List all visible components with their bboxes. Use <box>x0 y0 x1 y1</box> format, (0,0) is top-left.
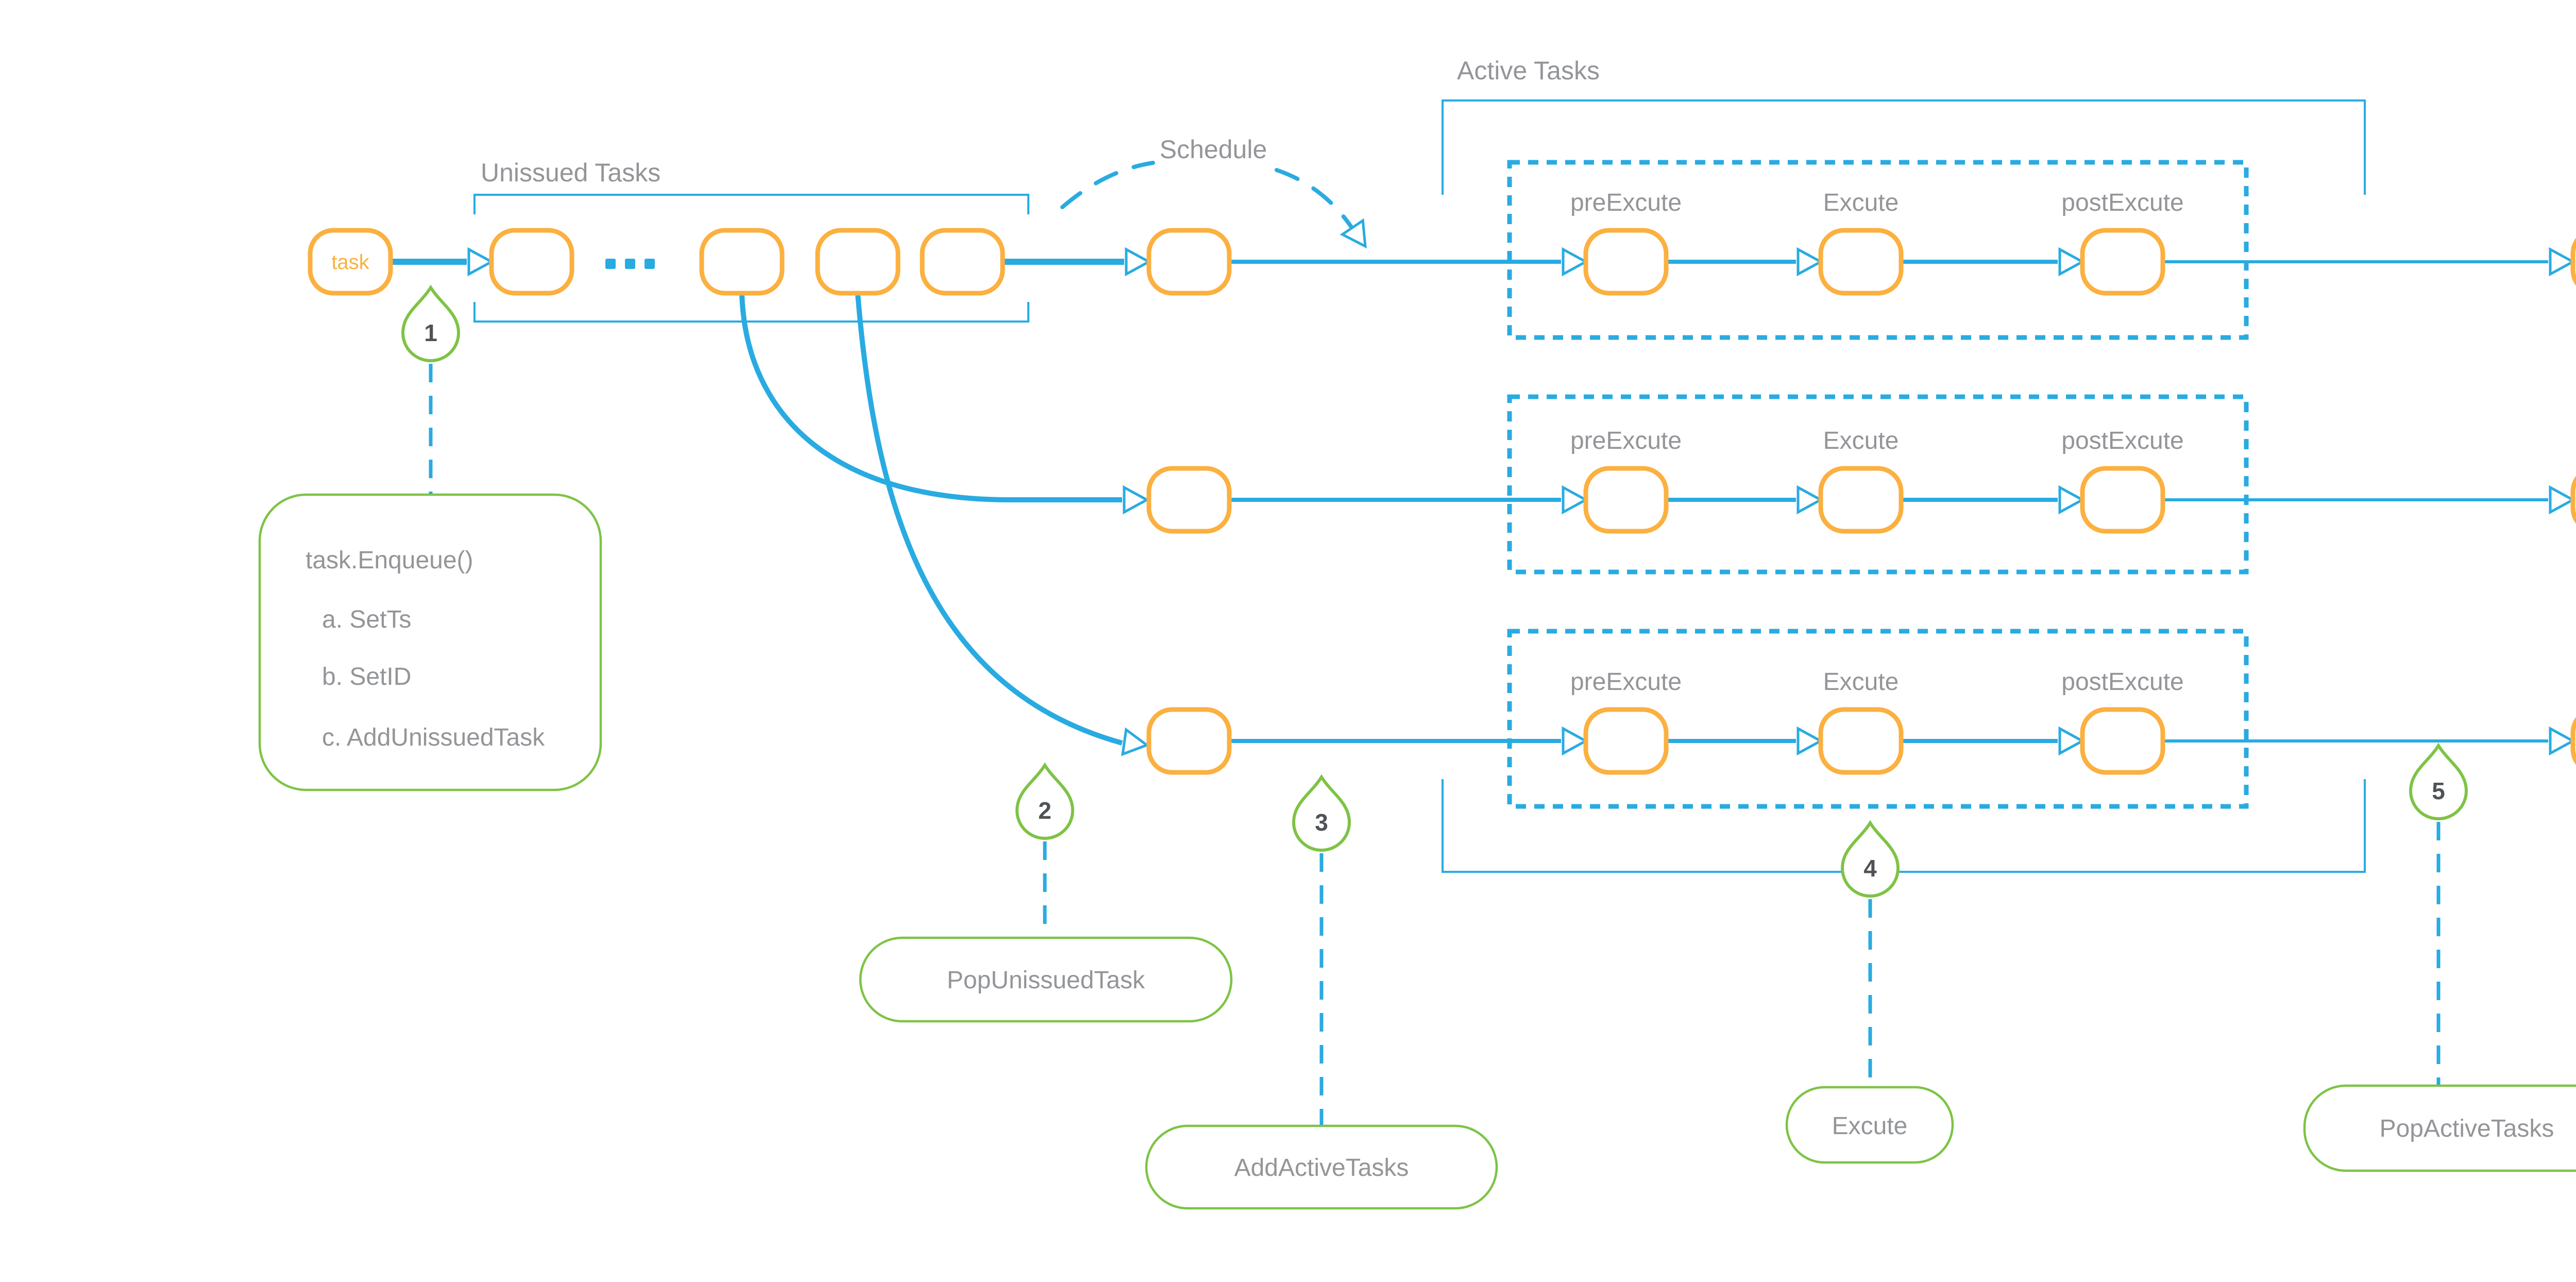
unissued-node-4 <box>922 230 1003 293</box>
active-tasks-bracket-top <box>1442 99 2366 195</box>
post-execute-label-row2: postExcute <box>2061 427 2183 454</box>
active-tasks-title: Active Tasks <box>1457 56 1600 85</box>
unissued-tasks-bracket-bottom <box>473 302 1029 323</box>
arrowhead-icon <box>1798 487 1821 512</box>
arrowhead-icon <box>1126 249 1149 274</box>
execute-box-row3 <box>1507 629 2249 809</box>
pop-unissued-task-box <box>859 936 1233 1023</box>
execute-box-row1 <box>1507 160 2249 340</box>
arrowhead-icon <box>1563 487 1586 512</box>
execute-label-row1: Excute <box>1823 189 1899 216</box>
unissued-tasks-title: Unissued Tasks <box>481 158 660 187</box>
execute-step-box <box>1785 1086 1954 1164</box>
end-node-row1 <box>2573 230 2576 293</box>
execute-node-row3 <box>1821 710 1901 772</box>
arrowhead-icon <box>1124 487 1147 512</box>
enqueue-line-2: a. SetTs <box>322 606 411 633</box>
step1-number: 1 <box>424 319 437 346</box>
post-execute-node-row2 <box>2082 468 2163 531</box>
pre-execute-label-row1: preExcute <box>1570 189 1682 216</box>
arrowhead-icon <box>2060 729 2082 753</box>
edge-queue-to-schedule3 <box>855 294 1123 746</box>
unissued-node-1 <box>492 230 572 293</box>
pop-active-tasks-box <box>2303 1084 2576 1172</box>
edge-queue-to-schedule2 <box>739 294 1122 502</box>
unissued-node-3 <box>818 230 898 293</box>
execute-node-row2 <box>1821 468 1901 531</box>
step4-number: 4 <box>1863 855 1877 882</box>
end-node-row3 <box>2573 710 2576 772</box>
arrowhead-icon <box>2550 249 2573 274</box>
post-execute-node-row3 <box>2082 710 2163 772</box>
unissued-tasks-bracket-top <box>473 194 1029 214</box>
arrowhead-icon <box>1563 249 1586 274</box>
schedule-node-row1 <box>1149 230 1229 293</box>
schedule-title: Schedule <box>1160 135 1267 164</box>
pre-execute-node-row3 <box>1586 710 1666 772</box>
schedule-arc-arrowhead-icon <box>1342 221 1375 253</box>
schedule-node-row3 <box>1149 710 1229 772</box>
arrowhead-icon <box>2550 729 2573 753</box>
arrowhead-icon <box>2550 487 2573 512</box>
pre-execute-label-row2: preExcute <box>1570 427 1682 454</box>
arrowhead-icon <box>1798 249 1821 274</box>
active-tasks-bracket-bottom <box>1442 779 2366 873</box>
schedule-arc-left <box>1060 161 1155 209</box>
enqueue-line-4: c. AddUnissuedTask <box>322 724 545 751</box>
arrowhead-icon <box>1563 729 1586 753</box>
schedule-node-row2 <box>1149 468 1229 531</box>
pre-execute-node-row2 <box>1586 468 1666 531</box>
execute-box-row2 <box>1507 394 2249 575</box>
pop-unissued-task-label: PopUnissuedTask <box>947 967 1145 994</box>
pop-active-tasks-label: PopActiveTasks <box>2380 1115 2554 1142</box>
execute-label-row3: Excute <box>1823 668 1899 696</box>
enqueue-annotation-box <box>258 493 602 791</box>
schedule-arc-right <box>1275 168 1356 233</box>
step2-number: 2 <box>1038 797 1052 824</box>
task-node-label: task <box>331 251 369 274</box>
enqueue-line-3: b. SetID <box>322 663 411 690</box>
post-execute-label-row3: postExcute <box>2061 668 2183 696</box>
execute-step-label: Excute <box>1832 1112 1908 1140</box>
arrowhead-icon <box>469 249 492 274</box>
add-active-tasks-box <box>1145 1124 1498 1210</box>
step3-number: 3 <box>1315 809 1328 836</box>
unissued-node-2 <box>702 230 782 293</box>
end-node-row2 <box>2573 468 2576 531</box>
arrowhead-icon <box>2060 487 2082 512</box>
step5-number: 5 <box>2432 778 2445 804</box>
post-execute-label-row1: postExcute <box>2061 189 2183 216</box>
arrowhead-icon <box>1798 729 1821 753</box>
post-execute-node-row1 <box>2082 230 2163 293</box>
execute-label-row2: Excute <box>1823 427 1899 454</box>
arrowhead-icon <box>1123 730 1148 757</box>
pre-execute-label-row3: preExcute <box>1570 668 1682 696</box>
pre-execute-node-row1 <box>1586 230 1666 293</box>
arrowhead-icon <box>2060 249 2082 274</box>
execute-node-row1 <box>1821 230 1901 293</box>
enqueue-line-1: task.Enqueue() <box>306 547 473 574</box>
queue-ellipsis-icon <box>605 259 655 269</box>
add-active-tasks-label: AddActiveTasks <box>1234 1154 1409 1182</box>
